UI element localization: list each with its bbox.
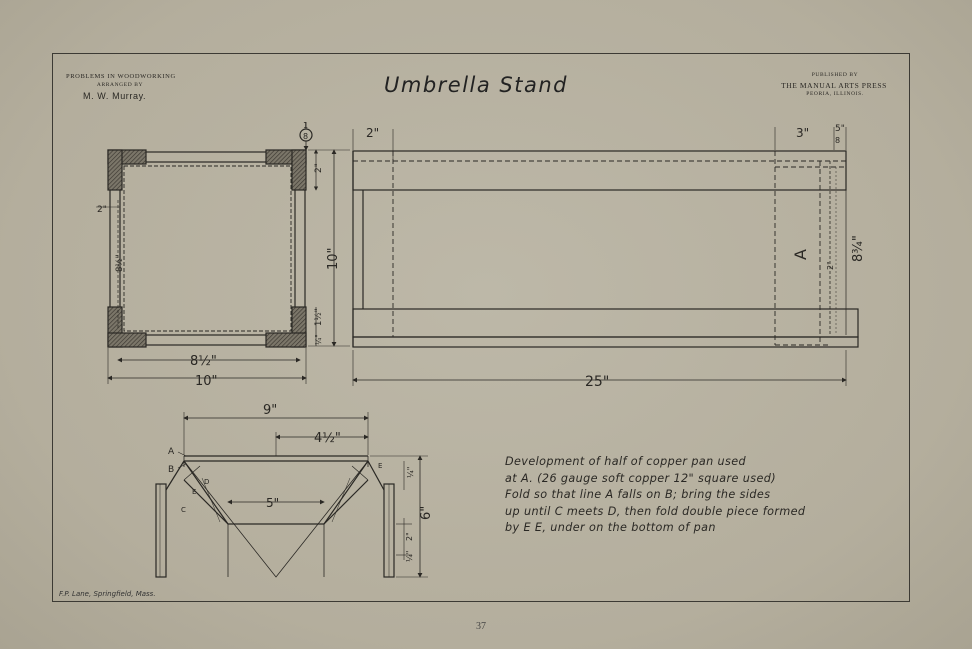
plan-dim-top-right: 2" <box>314 163 324 173</box>
engraver-credit: F.P. Lane, Springfield, Mass. <box>59 590 156 598</box>
header-arranged-by: arranged by <box>96 82 144 88</box>
pan-label-e: E <box>192 488 196 496</box>
pan-view <box>155 412 428 578</box>
header-published-by: published by <box>811 72 859 78</box>
plan-dim-depth: 10" <box>326 247 341 270</box>
page-number: 37 <box>476 621 486 632</box>
development-notes: Development of half of copper pan used a… <box>505 454 805 537</box>
plan-section-mark-sub: 8 <box>303 132 308 141</box>
plan-section-mark: 1 <box>303 121 308 130</box>
elev-dim-right-small: 5" <box>835 124 845 134</box>
elev-dim-right: 3" <box>796 126 809 140</box>
header-publisher: The Manual Arts Press <box>781 81 887 90</box>
header-author: M. W. Murray. <box>83 91 147 101</box>
header-series: Problems in Woodworking <box>66 73 176 80</box>
pan-dim-half: 4½" <box>314 431 341 446</box>
note-line-1: Development of half of copper pan used <box>505 455 747 468</box>
elev-dim-inner-small: 2" <box>826 261 835 270</box>
pan-label-a: A <box>168 447 175 457</box>
pan-dim-top: 9" <box>263 403 277 418</box>
elev-dim-right-small-sub: 8 <box>835 136 840 145</box>
plan-dim-right-low: 1½" <box>314 308 324 326</box>
pan-label-d: D <box>204 478 209 486</box>
plan-dim-left-height: 8½" <box>115 254 125 272</box>
elev-label-a: A <box>791 249 810 260</box>
note-line-5: by E E, under on the bottom of pan <box>505 521 716 534</box>
page-title: Umbrella Stand <box>384 73 568 97</box>
note-line-3: Fold so that line A falls on B; bring th… <box>505 488 771 501</box>
pan-dim-height: 6" <box>419 506 434 520</box>
pan-label-c: C <box>181 506 186 514</box>
plan-dim-left-small: 2" <box>97 205 107 215</box>
elev-dim-length: 25" <box>585 374 609 390</box>
plan-dim-right-bottom: ¼" <box>314 334 323 345</box>
note-line-2: at A. (26 gauge soft copper 12" square u… <box>505 471 777 485</box>
pan-dim-small-1: ¼" <box>406 467 415 478</box>
pan-dim-small-3: ¼" <box>405 551 414 562</box>
pan-dim-bottom: 5" <box>266 496 279 510</box>
drawing-plate-border <box>52 53 910 602</box>
elev-dim-height: 8¾" <box>851 235 866 262</box>
plan-view <box>96 122 350 384</box>
pan-label-e2: E <box>378 462 382 470</box>
plan-dim-inner-width: 8½" <box>190 354 217 369</box>
plan-dim-outer-width: 10" <box>195 374 218 389</box>
header-publisher-city: Peoria, Illinois. <box>806 91 864 97</box>
elev-dim-left: 2" <box>366 126 379 140</box>
note-line-4: up until C meets D, then fold double pie… <box>505 504 806 518</box>
pan-label-b: B <box>168 465 174 475</box>
pan-dim-small-2: 2" <box>405 532 414 541</box>
elevation-view <box>352 127 859 386</box>
